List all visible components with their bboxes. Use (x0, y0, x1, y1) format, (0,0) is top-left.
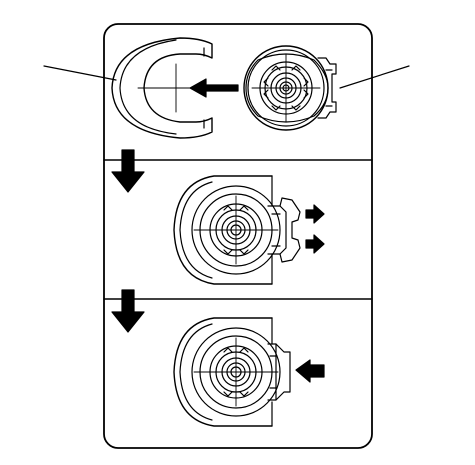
leader-line-left (43, 65, 117, 81)
diagram-frame (103, 23, 373, 449)
final-housing-part (173, 317, 291, 427)
panel-step-2 (111, 149, 325, 285)
bold-arrow-left-push-icon (295, 359, 325, 383)
small-arrow-right-icon-bottom (305, 234, 325, 254)
bold-arrow-down-icon-2 (111, 289, 145, 333)
small-arrow-right-icon-top (305, 204, 325, 224)
panel-step-3 (111, 289, 325, 427)
panel-step-1 (43, 37, 410, 139)
c-clip-part (111, 37, 213, 139)
bulb-socket-part (243, 45, 337, 131)
bold-arrow-down-icon (111, 149, 145, 193)
assembled-housing-part (173, 175, 301, 285)
leader-line-right (339, 65, 410, 89)
bold-arrow-left-icon (189, 78, 239, 98)
